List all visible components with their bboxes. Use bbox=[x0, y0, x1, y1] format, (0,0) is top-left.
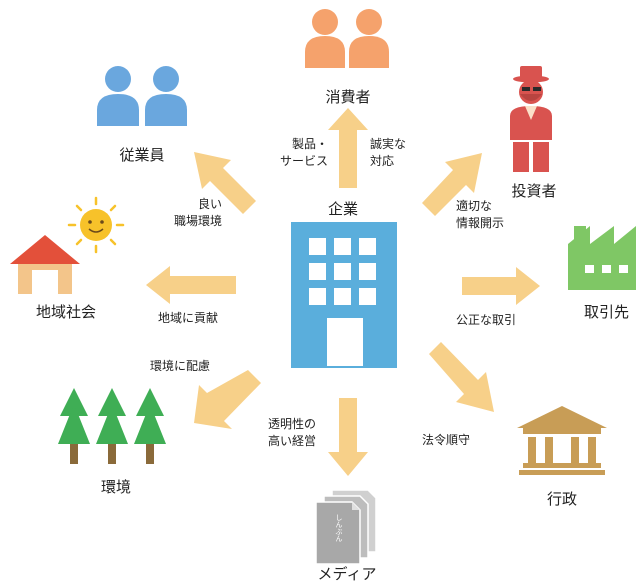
media-label: メディア bbox=[317, 565, 377, 583]
relation-environment: 環境に配慮 bbox=[150, 359, 211, 373]
sun-icon bbox=[67, 196, 125, 254]
newspaper-icon: しんぶん bbox=[315, 489, 377, 565]
relation-community: 地域に貢献 bbox=[158, 311, 219, 325]
factory-icon bbox=[568, 226, 636, 290]
relation-text: 高い経営 bbox=[268, 434, 317, 448]
arrow-to-consumer bbox=[328, 108, 368, 188]
relation-text: 職場環境 bbox=[173, 214, 222, 228]
investor-label: 投資者 bbox=[511, 182, 557, 200]
relation-text: サービス bbox=[279, 154, 328, 168]
house-icon bbox=[10, 235, 80, 294]
relation-text: 良い bbox=[197, 197, 222, 211]
relation-text: 対応 bbox=[370, 154, 395, 168]
relation-text: 適切な bbox=[456, 199, 493, 213]
government-building-icon bbox=[517, 406, 607, 475]
environment-label: 環境 bbox=[100, 478, 132, 496]
employee-label: 従業員 bbox=[119, 146, 165, 164]
relation-media: 透明性の 高い経営 bbox=[268, 416, 316, 450]
government-label: 行政 bbox=[546, 490, 578, 508]
relation-partner: 公正な取引 bbox=[456, 313, 517, 327]
company-label: 企業 bbox=[327, 200, 359, 218]
relation-government: 法令順守 bbox=[422, 433, 471, 447]
relation-text: 製品・ bbox=[291, 137, 328, 151]
consumer-label: 消費者 bbox=[325, 88, 371, 106]
partner-label: 取引先 bbox=[584, 303, 630, 321]
company-building-icon bbox=[291, 222, 397, 368]
relation-consumer-1: 製品・ サービス bbox=[262, 136, 328, 170]
relation-consumer-2: 誠実な 対応 bbox=[370, 136, 406, 170]
arrow-to-investor bbox=[422, 153, 482, 216]
consumer-icon bbox=[305, 9, 389, 68]
arrow-to-government bbox=[429, 342, 494, 412]
relation-text: 情報開示 bbox=[456, 216, 505, 230]
arrow-to-community bbox=[146, 266, 236, 304]
relation-text: 誠実な bbox=[370, 137, 407, 151]
arrow-to-employee bbox=[194, 152, 256, 214]
trees-icon bbox=[58, 388, 166, 464]
arrows bbox=[146, 108, 540, 476]
arrow-to-environment bbox=[194, 370, 261, 429]
relation-text: 透明性の bbox=[268, 417, 317, 431]
community-label: 地域社会 bbox=[36, 303, 97, 321]
newspaper-caption: しんぶん bbox=[335, 514, 343, 542]
arrow-to-media bbox=[328, 398, 368, 476]
arrow-to-partner bbox=[462, 267, 540, 305]
employee-icon bbox=[97, 66, 187, 126]
relation-investor: 適切な 情報開示 bbox=[456, 198, 504, 232]
relation-employee: 良い 職場環境 bbox=[150, 196, 222, 230]
investor-icon bbox=[510, 66, 552, 172]
